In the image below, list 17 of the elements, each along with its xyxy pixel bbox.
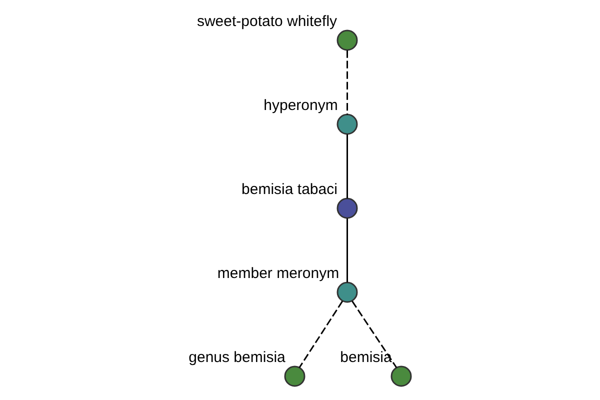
connector — [346, 218, 348, 282]
node-label: sweet-potato whitefly — [196, 13, 338, 30]
connector — [298, 300, 344, 368]
node-circle — [336, 198, 358, 219]
node-label: bemisia — [340, 349, 392, 366]
node-circle — [336, 114, 358, 135]
node-circle — [284, 366, 306, 387]
node-label: member meronym — [217, 265, 340, 282]
connector — [346, 50, 348, 114]
node-circle — [390, 366, 412, 387]
node-label: bemisia tabaci — [242, 181, 338, 198]
node-label: hyperonym — [264, 97, 338, 114]
node-circle — [336, 30, 358, 51]
connector — [346, 134, 348, 198]
connector — [352, 300, 398, 368]
node-circle — [336, 282, 358, 303]
node-label: genus bemisia — [188, 349, 286, 366]
